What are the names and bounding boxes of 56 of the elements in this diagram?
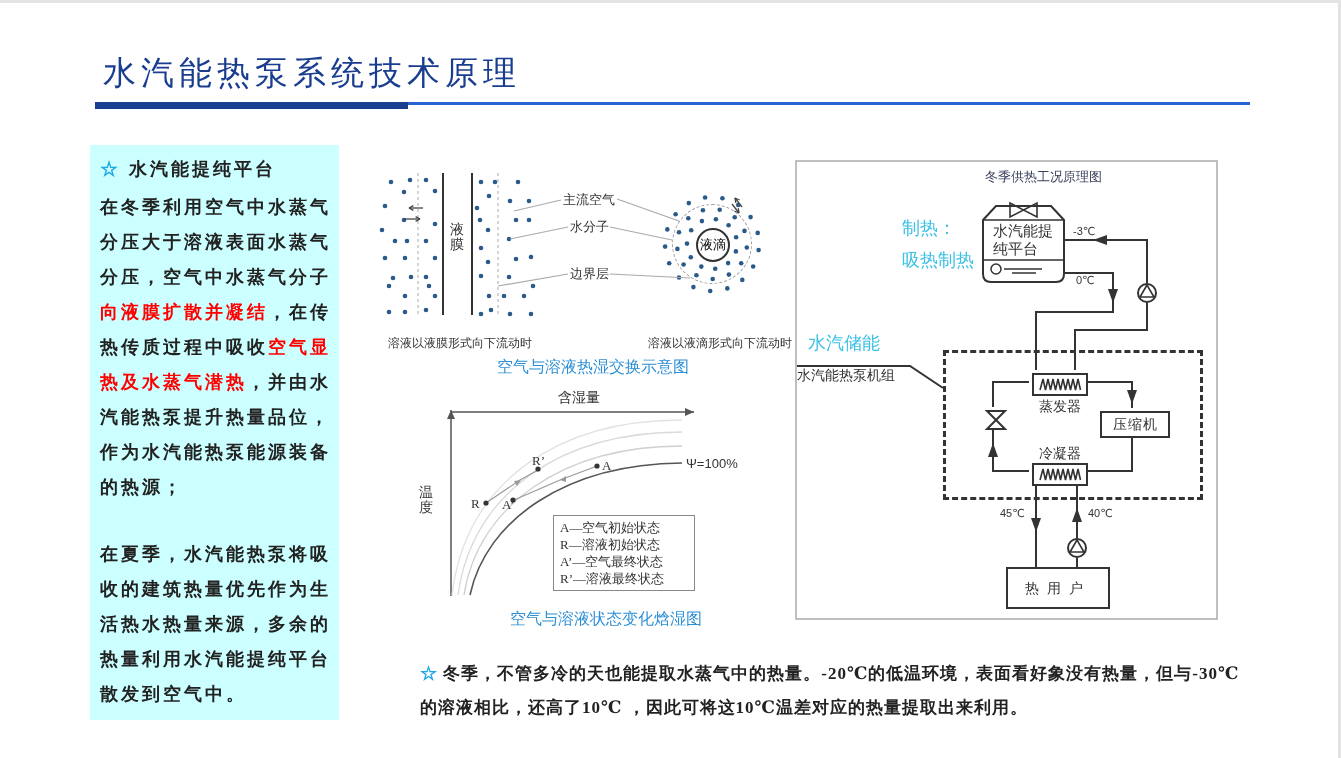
pipe-line: [1076, 557, 1078, 568]
key-text: A’—空气最终状态: [560, 554, 664, 570]
side-label: 吸热制热: [902, 250, 974, 272]
caption: 溶液以液滴形式向下流动时: [648, 336, 792, 351]
leader-line: [616, 198, 680, 222]
key-text: A—空气初始状态: [560, 520, 661, 536]
pipe-line: [992, 381, 1030, 408]
point-label: R: [471, 496, 480, 512]
component-label: 蒸发器: [1038, 397, 1082, 415]
callout-text: 主流空气: [562, 192, 616, 208]
temperature-label: -3℃: [1073, 225, 1096, 239]
component-box: [1100, 411, 1170, 438]
callout-text: 水分子: [568, 219, 610, 235]
callout-text: 水汽能热泵机组: [797, 366, 896, 384]
key-text: R’—溶液最终状态: [560, 571, 664, 587]
leader-line: [497, 273, 569, 287]
axis-label: 温度: [419, 485, 433, 516]
pipe-arrow: [1064, 235, 1148, 284]
component-label: 冷凝器: [1038, 444, 1082, 462]
leader-line: [609, 273, 691, 279]
side-label: 水汽储能: [808, 333, 880, 355]
figure-title: 冬季供热工况原理图: [985, 169, 1102, 185]
droplet-label: 液滴: [700, 237, 726, 253]
temperature-label: 0℃: [1076, 274, 1095, 288]
pipe-arrow: [1035, 272, 1118, 371]
key-text: R—溶液初始状态: [560, 537, 660, 553]
droplet-circle: [696, 228, 730, 262]
side-label: 制热：: [902, 218, 956, 240]
unit-boundary: [943, 350, 1203, 500]
leader-line: [609, 226, 673, 241]
paragraph: 在夏季，水汽能热泵将吸收的建筑热量优先作为生活热水热量来源，多余的热量利用水汽能提纯平台散发到空气中。: [100, 543, 332, 706]
tower-label: 水汽能提纯平台: [993, 222, 1054, 258]
info-panel: [90, 145, 339, 720]
axis-label: 含湿量: [558, 389, 600, 406]
curve-label: Ψ=100%: [686, 456, 738, 472]
callout-text: 边界层: [568, 266, 610, 282]
pipe-line: [1074, 302, 1148, 371]
figure-caption: 空气与溶液热湿交换示意图: [497, 357, 689, 377]
paragraph: 在冬季利用空气中水蒸气分压大于溶液表面水蒸气分压，空气中水蒸气分子向液膜扩散并凝结，在传热传质过程中吸收空气显热及水蒸气潜热，并由水汽能热泵提升热量品位，作为水汽能热泵能源装备的热源；: [100, 196, 332, 499]
point-label: A: [602, 458, 612, 474]
page-title: 水汽能热泵系统技术原理: [103, 54, 521, 93]
component-label: 热用户: [1024, 579, 1092, 598]
component-box: [1006, 567, 1110, 609]
caption: 溶液以液膜形式向下流动时: [388, 336, 532, 351]
point-label: R’: [532, 453, 545, 469]
figure-caption: 空气与溶液状态变化焓湿图: [510, 609, 702, 629]
key-box: [553, 515, 695, 591]
component-label: 压缩机: [1111, 415, 1159, 434]
leader-line: [509, 226, 569, 240]
temperature-label: 45℃: [1000, 507, 1025, 521]
note-text: ☆ 冬季，不管多冷的天也能提取水蒸气中的热量。-20℃的低温环境，表面看好象没有热量，但与-30℃的溶液相比，还高了10℃ ，因此可将这10℃温差对应的热量提取出来利用。: [420, 663, 1241, 719]
panel-heading: ☆ 水汽能提纯平台: [100, 158, 276, 181]
leader-line: [513, 199, 562, 212]
film-label: 液膜: [450, 222, 464, 253]
leader-line: [796, 365, 944, 389]
temperature-label: 40℃: [1088, 507, 1113, 521]
